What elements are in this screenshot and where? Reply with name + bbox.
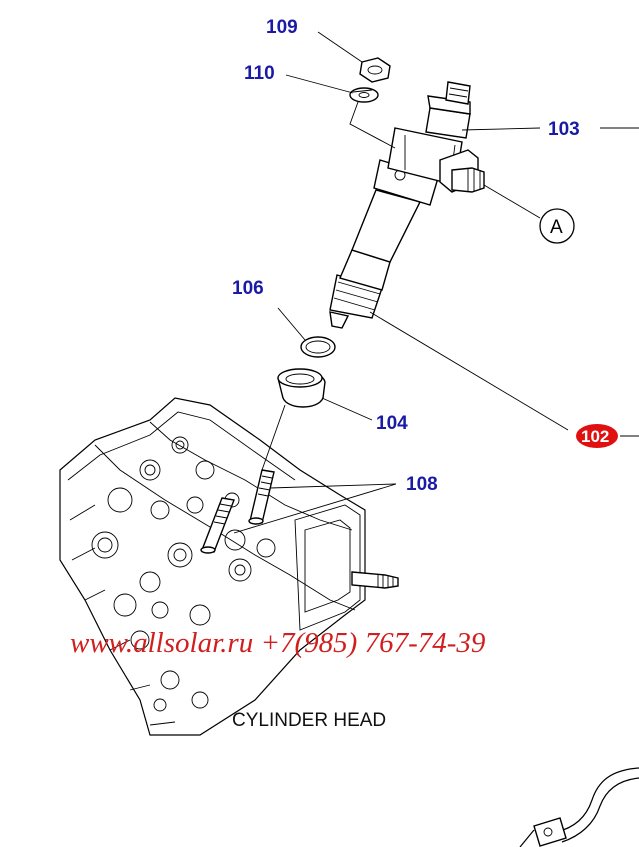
callout-108[interactable]: 108 [406, 474, 438, 495]
cylinder-head [59, 397, 399, 736]
callout-102-highlight [576, 424, 618, 448]
nozzle-holder-seat [277, 368, 326, 408]
fuel-line [519, 767, 639, 847]
callout-labels: 109 110 103 106 104 108 102 A [232, 17, 618, 495]
callout-110[interactable]: 110 [244, 63, 275, 84]
callout-106[interactable]: 106 [232, 278, 264, 299]
nut-and-washer [349, 57, 391, 103]
leader-lines [233, 31, 639, 534]
o-ring [300, 336, 336, 358]
view-marker-label[interactable]: A [550, 217, 563, 238]
stud-bolts [200, 469, 275, 554]
callout-103[interactable]: 103 [548, 119, 580, 140]
fuel-injector [329, 81, 485, 329]
watermark-text: www.allsolar.ru +7(985) 767-74-39 [70, 627, 486, 659]
callout-104[interactable]: 104 [376, 413, 408, 434]
cylinder-head-caption: CYLINDER HEAD [232, 710, 386, 731]
view-marker-circle [539, 208, 575, 244]
callout-109[interactable]: 109 [266, 17, 298, 38]
callout-102[interactable]: 102 [581, 427, 609, 446]
